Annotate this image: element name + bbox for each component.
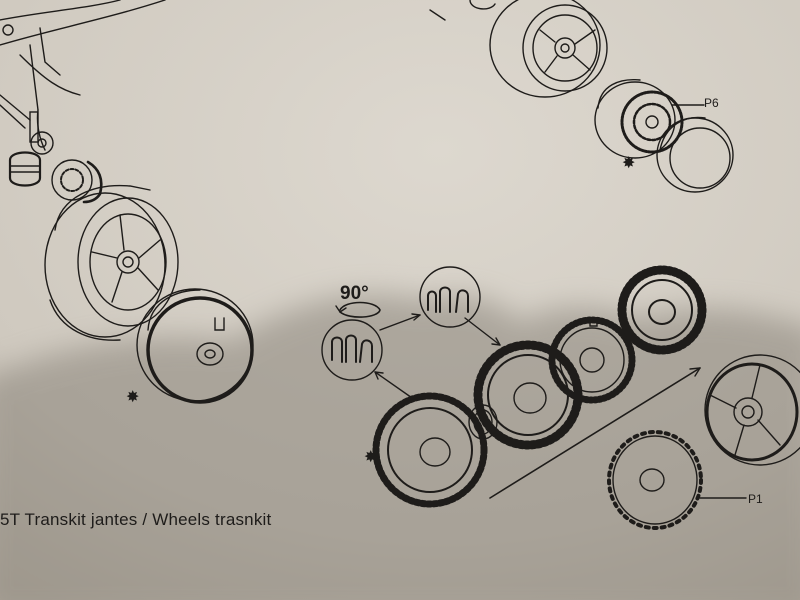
part-label-p1: P1 — [748, 492, 763, 506]
part-label-p6: P6 — [704, 96, 719, 110]
tire-top-left — [44, 184, 179, 341]
spoke-ring — [548, 316, 636, 404]
hub-parts-top-left — [8, 111, 103, 204]
rim-bottom-right — [704, 354, 800, 466]
rotation-arrow — [335, 301, 381, 318]
shadow-region — [0, 294, 800, 600]
toothed-wheel-p1 — [607, 430, 747, 530]
tire-ring-top-right — [656, 116, 734, 193]
star-markers: ✸ ✸ ✸ — [126, 153, 635, 466]
tire-top-right — [429, 0, 608, 98]
rim-bottom-left — [136, 288, 254, 404]
spoke-wheel-p6 — [594, 78, 705, 159]
sheet-caption: 5T Transkit jantes / Wheels trasnkit — [0, 510, 272, 529]
detail-circle-right — [419, 266, 481, 328]
toothed-wheel-left — [372, 392, 488, 508]
toothed-wheel-upper-right — [617, 265, 707, 355]
detail-circle-left — [321, 319, 383, 381]
rotation-label: 90° — [340, 283, 369, 304]
star-icon: ✸ — [126, 387, 139, 406]
star-icon: ✸ — [622, 153, 635, 172]
star-icon: ✸ — [364, 447, 377, 466]
assembly-arrows — [374, 313, 701, 499]
